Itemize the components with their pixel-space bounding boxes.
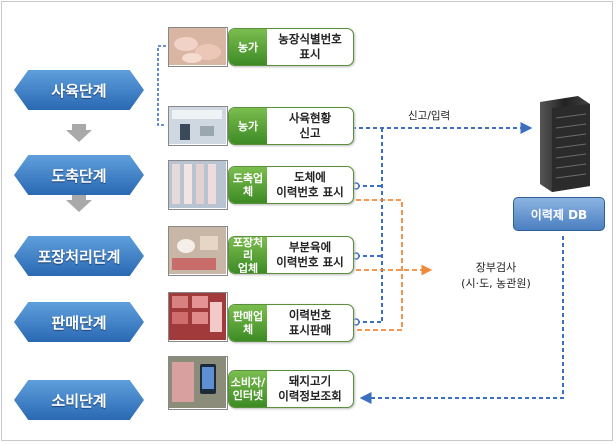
db-label: 이력제 DB <box>530 207 588 222</box>
stage-label: 사육단계 <box>51 81 107 100</box>
step-tag: 소비자/ 인터넷 <box>229 371 267 407</box>
step-tag: 농가 <box>229 108 267 144</box>
step-tag: 포장처리 업체 <box>229 237 267 273</box>
inspection-agency: (시·도, 농관원) <box>461 277 531 290</box>
step-description: 이력번호 표시판매 <box>288 308 332 337</box>
step-description: 부분육에 이력번호 표시 <box>276 240 344 269</box>
stage-label: 포장처리단계 <box>37 247 121 266</box>
stage-1: 사육단계 <box>14 70 144 110</box>
step-tag: 도축업체 <box>229 167 267 203</box>
stage-3: 포장처리단계 <box>14 236 144 276</box>
stage-label: 소비단계 <box>51 391 107 410</box>
pig-farm-photo <box>168 27 228 67</box>
farm-office-photo <box>168 106 228 146</box>
stage-2: 도축단계 <box>14 155 144 195</box>
step-card-2: 농가 사육현황 신고 <box>228 107 354 145</box>
step-card-3: 도축업체 도체에 이력번호 표시 <box>228 166 354 204</box>
inspection-line-slaughter <box>356 199 403 331</box>
stage-5: 소비단계 <box>14 380 144 420</box>
down-arrow <box>66 124 92 142</box>
step-card-4: 포장처리 업체 부분육에 이력번호 표시 <box>228 236 354 274</box>
step-tag: 농가 <box>229 29 267 65</box>
traceability-db-box: 이력제 DB <box>513 197 605 231</box>
step-description: 사육현황 신고 <box>288 111 332 140</box>
report-label: 신고/입력 <box>408 110 451 122</box>
step-description: 돼지고기 이력정보조회 <box>278 374 342 403</box>
step-card-5: 판매업체 이력번호 표시판매 <box>228 304 354 342</box>
step-tag: 판매업체 <box>229 305 267 341</box>
stage-4: 판매단계 <box>14 302 144 342</box>
farm-bracket-line <box>157 45 166 126</box>
db-to-consumer-arrow <box>359 236 564 404</box>
step-card-1: 농가 농장식별번호 표시 <box>228 28 354 66</box>
step-card-6: 소비자/ 인터넷 돼지고기 이력정보조회 <box>228 370 354 408</box>
stage-label: 판매단계 <box>51 313 107 332</box>
down-arrow <box>66 194 92 212</box>
meat-processing-photo <box>168 226 228 276</box>
stage-label: 도축단계 <box>51 166 107 185</box>
inspection-title: 장부검사 <box>475 261 517 274</box>
photo-art <box>168 27 226 408</box>
smartphone-lookup-photo <box>168 356 228 410</box>
meat-display-photo <box>168 292 228 342</box>
inspection-label: 장부검사 (시·도, 농관원) <box>441 260 551 292</box>
step-description: 도체에 이력번호 표시 <box>276 170 344 199</box>
server-icon <box>540 96 590 192</box>
step-description: 농장식별번호 표시 <box>278 32 342 61</box>
database-server-icon <box>528 98 588 192</box>
carcass-photo <box>168 160 228 210</box>
